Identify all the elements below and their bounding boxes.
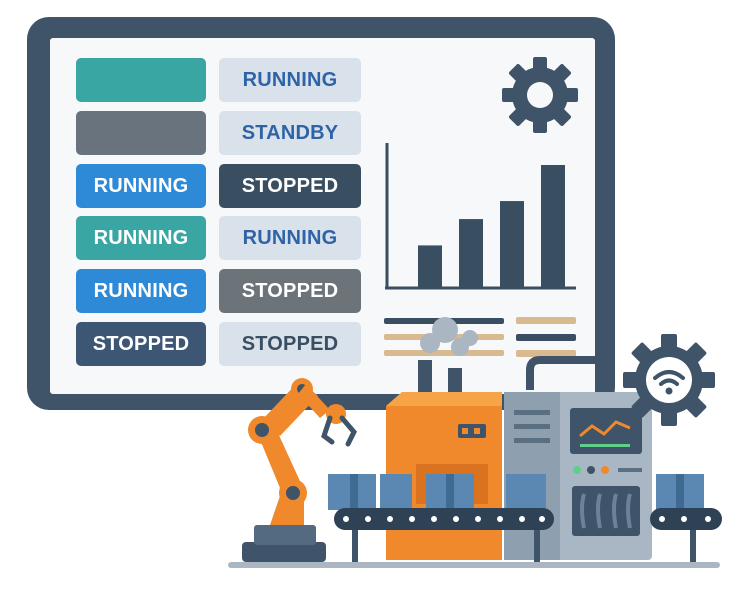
status-label: RUNNING: [93, 279, 189, 302]
wifi-gear-icon: [623, 334, 715, 426]
bar-chart: [385, 143, 576, 290]
status-label: STOPPED: [241, 279, 339, 302]
status-tile-right-2: STANDBY: [219, 111, 361, 155]
chart-bar: [541, 165, 565, 287]
status-tile-right-4: RUNNING: [219, 216, 361, 260]
status-tile-right-6: STOPPED: [219, 322, 361, 366]
floor-line: [228, 562, 720, 568]
chart-bar: [459, 219, 483, 287]
status-tile-left-4: RUNNING: [76, 216, 206, 260]
status-label: RUNNING: [242, 226, 338, 249]
status-label: STOPPED: [92, 332, 190, 355]
status-tile-left-5: RUNNING: [76, 269, 206, 313]
status-tile-left-6: STOPPED: [76, 322, 206, 366]
chart-bar: [418, 245, 442, 287]
conveyor-belt-icon: [328, 474, 722, 562]
status-label: RUNNING: [93, 226, 189, 249]
status-tile-right-1: RUNNING: [219, 58, 361, 102]
robot-arm-icon: [242, 378, 357, 562]
text-line: [516, 317, 576, 324]
status-label: RUNNING: [242, 68, 338, 91]
status-tile-right-3: STOPPED: [219, 164, 361, 208]
chart-bar: [500, 201, 524, 287]
status-label: RUNNING: [93, 174, 189, 197]
status-label: STOPPED: [241, 332, 339, 355]
text-line: [516, 350, 576, 357]
text-lines: [384, 317, 576, 357]
box: [380, 474, 412, 510]
box: [506, 474, 546, 510]
status-label: STANDBY: [241, 121, 339, 144]
status-tile-left-3: RUNNING: [76, 164, 206, 208]
gear-icon: [502, 57, 578, 133]
status-label: STOPPED: [241, 174, 339, 197]
status-tile-right-5: STOPPED: [219, 269, 361, 313]
text-line: [384, 350, 504, 356]
status-tile-left-1: [76, 58, 206, 102]
status-tile-left-2: [76, 111, 206, 155]
text-line: [516, 334, 576, 341]
